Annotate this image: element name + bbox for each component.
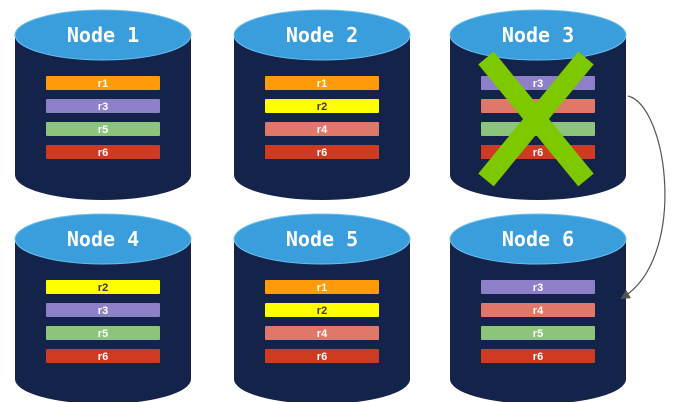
replica-bar xyxy=(46,326,160,340)
replica-r2: r2 xyxy=(265,303,379,317)
replica-bar xyxy=(265,326,379,340)
replica-r1: r1 xyxy=(265,76,379,90)
node-title: Node 1 xyxy=(67,23,139,47)
replica-label: r3 xyxy=(98,101,108,113)
replica-r5: r5 xyxy=(46,122,160,136)
replica-bar xyxy=(265,303,379,317)
replica-bar xyxy=(481,280,595,294)
node-title: Node 4 xyxy=(67,227,139,251)
replica-r1: r1 xyxy=(46,76,160,90)
replica-r6: r6 xyxy=(46,145,160,159)
node-node-4: Node 4 r2 r3 r5 r6 xyxy=(14,213,192,402)
replica-label: r6 xyxy=(533,147,543,159)
replica-label: r6 xyxy=(533,351,543,363)
node-node-2: Node 2 r1 r2 r4 r6 xyxy=(233,9,411,200)
replica-r2: r2 xyxy=(265,99,379,113)
replica-label: r6 xyxy=(317,147,327,159)
replica-label: r3 xyxy=(98,305,108,317)
node-node-5: Node 5 r1 r2 r4 r6 xyxy=(233,213,411,402)
replica-bar xyxy=(265,99,379,113)
replication-arrow xyxy=(620,95,666,299)
replica-bar xyxy=(265,145,379,159)
replica-bar xyxy=(46,99,160,113)
failure-x-icon xyxy=(478,51,594,187)
replica-r4: r4 xyxy=(265,122,379,136)
replica-r5: r5 xyxy=(481,326,595,340)
replica-r3: r3 xyxy=(46,303,160,317)
cylinder-top xyxy=(233,213,411,265)
replica-bar xyxy=(265,122,379,136)
replica-label: r1 xyxy=(98,78,108,90)
replica-r3: r3 xyxy=(46,99,160,113)
replica-r1: r1 xyxy=(265,280,379,294)
replica-r6: r6 xyxy=(265,145,379,159)
replica-bar xyxy=(481,303,595,317)
replica-r4: r4 xyxy=(265,326,379,340)
replica-label: r2 xyxy=(98,282,108,294)
replica-bar xyxy=(46,280,160,294)
replica-bar xyxy=(46,122,160,136)
node-title: Node 3 xyxy=(502,23,574,47)
replica-bar xyxy=(265,280,379,294)
node-node-3: Node 3r3r4r5r6 xyxy=(449,9,627,200)
replica-bar xyxy=(46,76,160,90)
replica-label: r4 xyxy=(317,124,328,136)
replica-bar xyxy=(265,349,379,363)
replica-label: r6 xyxy=(98,147,108,159)
replica-bar xyxy=(481,326,595,340)
replica-label: r3 xyxy=(533,78,543,90)
replica-bar xyxy=(46,303,160,317)
cylinder-top xyxy=(14,213,192,265)
replica-r4: r4 xyxy=(481,303,595,317)
replica-r5: r5 xyxy=(46,326,160,340)
cylinder-top xyxy=(14,9,192,61)
replica-r6: r6 xyxy=(46,349,160,363)
node-node-6: Node 6 r3 r4 r5 r6 xyxy=(449,213,627,402)
replica-label: r6 xyxy=(317,351,327,363)
replica-label: r5 xyxy=(98,124,108,136)
replica-label: r5 xyxy=(533,328,543,340)
replica-bar xyxy=(265,76,379,90)
replica-label: r3 xyxy=(533,282,543,294)
node-title: Node 2 xyxy=(286,23,358,47)
replica-label: r6 xyxy=(98,351,108,363)
node-title: Node 5 xyxy=(286,227,358,251)
replica-bar xyxy=(481,349,595,363)
replica-label: r4 xyxy=(533,305,544,317)
replica-label: r4 xyxy=(317,328,328,340)
replica-r6: r6 xyxy=(265,349,379,363)
replica-r6: r6 xyxy=(481,349,595,363)
replica-label: r1 xyxy=(317,282,327,294)
replica-r3: r3 xyxy=(481,280,595,294)
cylinder-top xyxy=(449,9,627,61)
node-node-1: Node 1 r1 r3 r5 r6 xyxy=(14,9,192,200)
replica-label: r1 xyxy=(317,78,327,90)
replica-bar xyxy=(46,349,160,363)
node-title: Node 6 xyxy=(502,227,574,251)
replica-label: r2 xyxy=(317,101,327,113)
replica-r2: r2 xyxy=(46,280,160,294)
cylinder-top xyxy=(449,213,627,265)
cylinder-top xyxy=(233,9,411,61)
replica-bar xyxy=(46,145,160,159)
replica-label: r2 xyxy=(317,305,327,317)
replica-label: r5 xyxy=(98,328,108,340)
